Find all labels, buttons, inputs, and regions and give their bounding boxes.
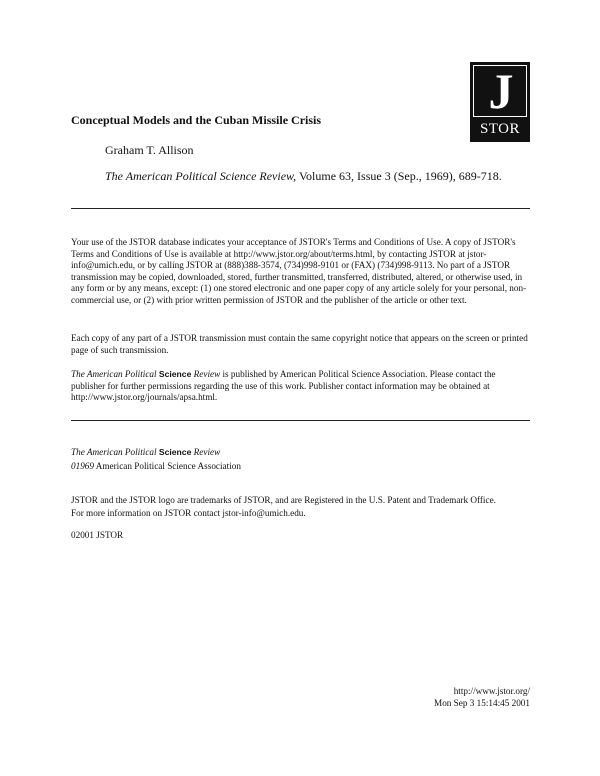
publisher-journal-b: Science — [158, 369, 192, 379]
logo-text: STOR — [479, 121, 521, 137]
publisher-paragraph: The American Political Science Review is… — [71, 369, 531, 404]
journal-name-c: Review — [191, 447, 221, 457]
jstor-logo: J STOR — [470, 62, 530, 142]
copyright-notice-paragraph: Each copy of any part of a JSTOR transmi… — [71, 333, 528, 355]
divider-top — [71, 208, 530, 209]
trademark-block: JSTOR and the JSTOR logo are trademarks … — [71, 494, 541, 520]
publisher-info: is published by American Political Scien… — [71, 369, 496, 403]
citation-details: Volume 63, Issue 3 (Sep., 1969), 689-718… — [296, 169, 502, 183]
journal-name-a: The American Political — [71, 447, 159, 457]
journal-name-b: Science — [158, 447, 192, 457]
publisher-journal-c: Review — [191, 369, 221, 379]
journal-name: The American Political Science Review — [71, 446, 241, 460]
citation-journal: The American Political Science Review, — [105, 169, 297, 183]
logo-frame: J — [473, 63, 527, 119]
logo-letter: J — [488, 63, 514, 119]
article-citation: The American Political Science Review, V… — [105, 169, 502, 184]
terms-paragraph: Your use of the JSTOR database indicates… — [71, 237, 527, 305]
footer-url[interactable]: http://www.jstor.org/ — [453, 686, 530, 696]
article-author: Graham T. Allison — [105, 143, 194, 157]
trademark-line-2: For more information on JSTOR contact js… — [71, 508, 306, 518]
journal-copyright-holder: American Political Science Association — [93, 460, 241, 471]
article-title: Conceptual Models and the Cuban Missile … — [71, 113, 322, 127]
journal-copyright-mark: 01969 — [71, 460, 94, 471]
jstor-copyright: 02001 JSTOR — [71, 530, 124, 540]
divider-bottom — [71, 420, 530, 421]
footer: http://www.jstor.org/ Mon Sep 3 15:14:45… — [434, 685, 530, 709]
footer-timestamp: Mon Sep 3 15:14:45 2001 — [434, 698, 530, 708]
trademark-line-1: JSTOR and the JSTOR logo are trademarks … — [71, 495, 496, 505]
publisher-journal-a: The American Political — [71, 369, 159, 379]
journal-block: The American Political Science Review 01… — [71, 446, 241, 473]
journal-copyright: 01969 American Political Science Associa… — [71, 460, 241, 474]
